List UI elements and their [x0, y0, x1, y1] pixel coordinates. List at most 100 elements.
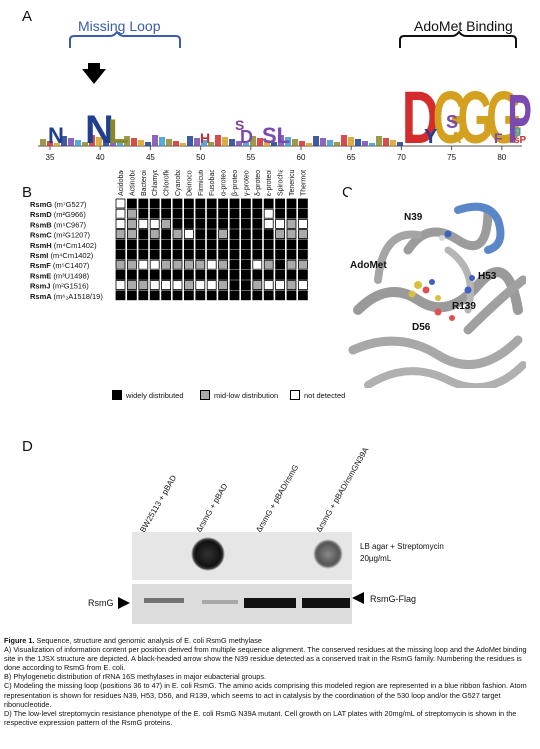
grid-cell: [275, 280, 286, 290]
grid-cell: [206, 259, 217, 270]
grid-cell: [149, 290, 160, 301]
strain-label-1: BW25113 + pBAD: [138, 473, 179, 534]
grid-cell: [263, 249, 274, 260]
grid-cell: [206, 270, 217, 280]
arrow-left-icon: [352, 592, 364, 604]
grid-cell: [149, 270, 160, 280]
caption-title-rest: Sequence, structure and genomic analysis…: [34, 636, 262, 645]
blot-label-rsmg-flag: RsmG-Flag: [370, 594, 417, 604]
grid-cell: [297, 249, 308, 260]
grid-cell: [161, 259, 172, 270]
grid-cell: [286, 198, 297, 209]
grid-cell: [229, 280, 240, 290]
grid-cell: [218, 270, 229, 280]
grid-column-header: Deinococci: [186, 170, 193, 196]
grid-cell: [286, 270, 297, 280]
grid-cell: [127, 219, 137, 229]
logo-minor-stack: [229, 139, 235, 146]
grid-column-header: δ-proteobacteria: [255, 170, 262, 196]
grid-cell: [172, 259, 183, 270]
grid-cell: [127, 239, 137, 250]
blot-label-rsmg: RsmG: [88, 598, 114, 608]
grid-cell: [195, 208, 206, 219]
logo-tick-label: 50: [196, 153, 205, 162]
grid-cell: [172, 208, 183, 219]
grid-column-header: Chloroflexi: [164, 170, 171, 196]
logo-minor-stack: [61, 136, 67, 146]
caption-d: D) The low-level streptomycin resistance…: [4, 708, 517, 727]
grid-cell: [149, 249, 160, 260]
logo-minor-stack: [54, 143, 60, 146]
svg-text:F: F: [494, 130, 503, 146]
logo-minor-stack: [313, 136, 319, 146]
grid-cell: [138, 208, 149, 219]
logo-minor-stack: [159, 137, 165, 146]
svg-text:sP: sP: [514, 135, 527, 146]
grid-cell: [297, 280, 308, 290]
grid-cell: [183, 290, 194, 301]
logo-minor-stack: [208, 142, 214, 146]
svg-text:D: D: [402, 76, 439, 159]
svg-text:S: S: [235, 117, 244, 133]
grid-cell: [297, 259, 308, 270]
legend-notdetected: not detected: [290, 390, 345, 400]
grid-cell: [127, 259, 137, 270]
svg-text:A: A: [450, 130, 462, 147]
grid-column-header: ε-proteobacteria: [266, 170, 273, 196]
grid-cell: [127, 229, 137, 239]
grid-cell: [149, 229, 160, 239]
grid-cell: [218, 290, 229, 301]
grid-cell: [161, 290, 172, 301]
grid-row-label: RsmH (m⁴Cm1402): [30, 241, 97, 250]
grid-cell: [183, 208, 194, 219]
grid-column-header: Firmicutes: [198, 170, 205, 196]
logo-minor-stack: [96, 137, 102, 146]
grid-cell: [240, 270, 251, 280]
grid-cell: [138, 229, 149, 239]
grid-cell: [297, 239, 308, 250]
grid-cell: [229, 219, 240, 229]
logo-minor-stack: [89, 135, 95, 146]
grid-cell: [275, 198, 286, 209]
panel-b-letter: B: [22, 184, 33, 201]
grid-cell: [127, 249, 137, 260]
grid-cell: [218, 259, 229, 270]
grid-cell: [275, 239, 286, 250]
logo-minor-stack: [236, 141, 242, 146]
svg-text:G: G: [486, 77, 522, 160]
grid-cell: [195, 290, 206, 301]
grid-cell: [127, 280, 137, 290]
logo-minor-stack: [68, 138, 74, 146]
grid-cell: [206, 249, 217, 260]
protein-structure: [348, 190, 526, 388]
grid-cell: [161, 270, 172, 280]
logo-minor-stack: [131, 138, 137, 146]
logo-minor-stack: [152, 135, 158, 146]
logo-tick-label: 75: [447, 153, 456, 162]
grid-cell: [183, 239, 194, 250]
grid-cell: [149, 219, 160, 229]
grid-cell: [183, 249, 194, 260]
grid-cell: [183, 259, 194, 270]
logo-minor-stack: [215, 135, 221, 146]
missing-loop-brace: [69, 30, 181, 48]
grid-column-header: Actinobacteria: [129, 170, 136, 196]
grid-cell: [138, 270, 149, 280]
adomet-binding-label: AdoMet Binding: [414, 18, 513, 34]
logo-minor-stack: [173, 141, 179, 146]
grid-cell: [263, 280, 274, 290]
svg-text:P: P: [508, 80, 532, 158]
grid-cell: [183, 270, 194, 280]
caption-b: B) Phylogenetic distribution of rRNA 16S…: [4, 672, 267, 682]
grid-cell: [138, 239, 149, 250]
grid-cell: [218, 239, 229, 250]
label-r139: R139: [452, 301, 476, 312]
grid-cell: [240, 239, 251, 250]
grid-cell: [138, 259, 149, 270]
grid-cell: [240, 280, 251, 290]
grid-cell: [286, 229, 297, 239]
grid-cell: [138, 219, 149, 229]
logo-minor-stack: [369, 143, 375, 146]
logo-tick-label: 80: [497, 153, 506, 162]
logo-tick-label: 60: [297, 153, 306, 162]
